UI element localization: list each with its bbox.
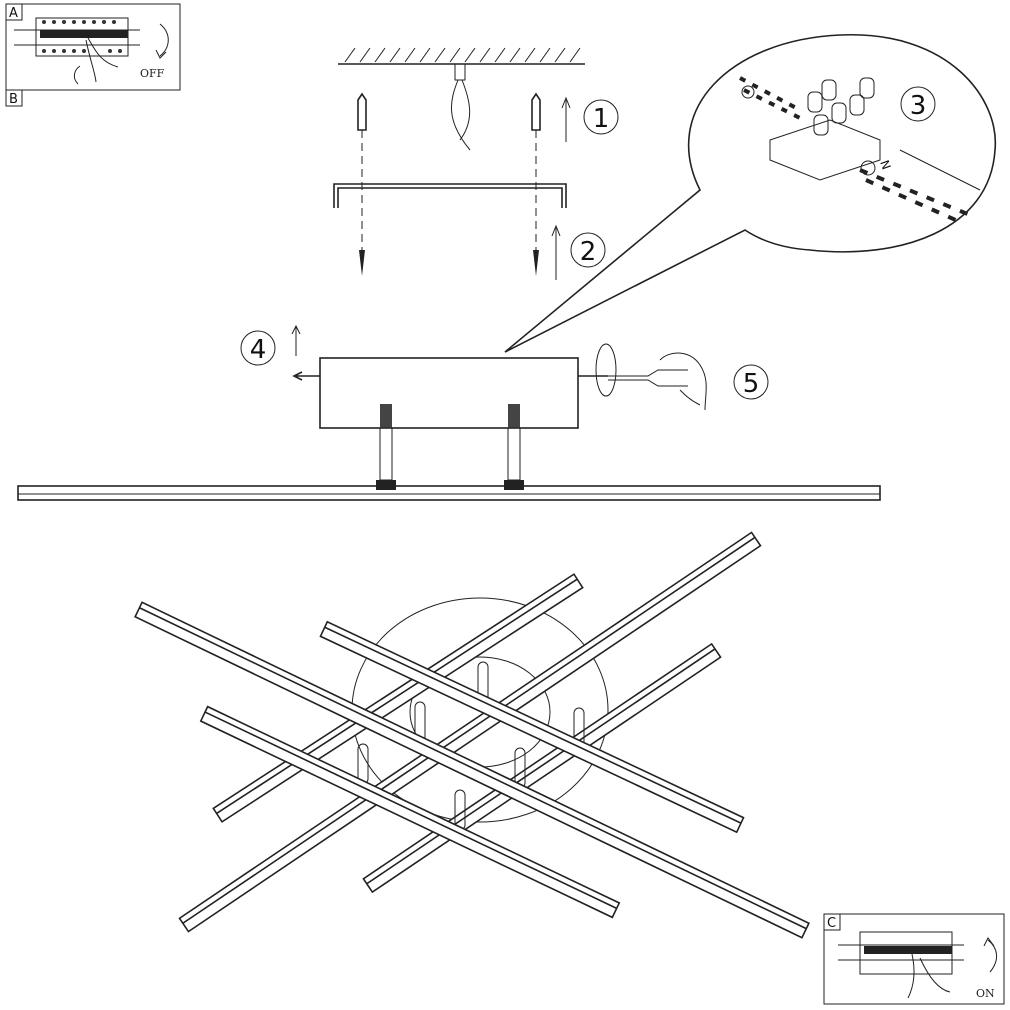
breaker-off-panel: A B OFF: [5, 3, 181, 107]
mounting-bracket: [333, 183, 567, 208]
svg-text:1: 1: [593, 104, 610, 134]
step-5: 5: [733, 364, 769, 400]
breaker-icon: [14, 17, 140, 57]
terminal-block: N: [739, 76, 981, 224]
breaker-icon: [838, 931, 964, 975]
step-4: 4: [240, 330, 276, 366]
breaker-on-panel: C ON: [823, 913, 1005, 1005]
svg-text:3: 3: [910, 91, 927, 121]
svg-text:2: 2: [580, 237, 597, 267]
step-1: 1: [583, 99, 619, 135]
ceiling-base: [292, 357, 608, 490]
arrow-down-icon: [155, 23, 169, 59]
long-bars: [134, 601, 810, 939]
step-2: 2: [570, 232, 606, 268]
hand-icon: [73, 37, 119, 85]
hand-icon: [907, 953, 951, 999]
arrow-up-icon: [983, 937, 997, 973]
light-bar-side: [17, 485, 881, 501]
panel-c-label: C: [827, 916, 836, 931]
wiring-callout: N: [504, 34, 997, 353]
svg-text:4: 4: [250, 335, 267, 365]
panel-b-label: B: [9, 92, 18, 107]
off-text: OFF: [140, 67, 165, 80]
ceiling: [338, 47, 585, 151]
step-3: 3: [900, 86, 936, 122]
assembled-fixture: [134, 531, 810, 939]
svg-text:5: 5: [743, 369, 760, 399]
panel-a-label: A: [9, 6, 18, 21]
on-text: ON: [976, 987, 995, 1000]
wall-anchors: [357, 92, 541, 276]
screwdriver-icon: [595, 343, 707, 411]
arrow-up-icon: [291, 96, 571, 356]
